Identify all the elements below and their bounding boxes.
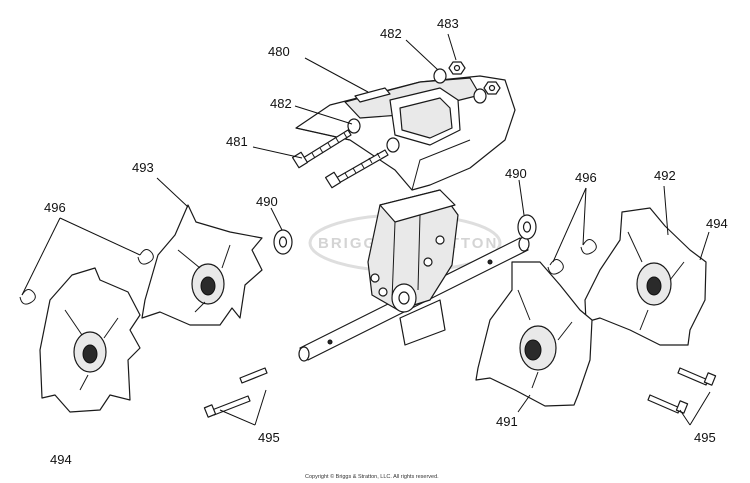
callout-482-lower: 482 — [270, 96, 292, 111]
hairpin-clip-496-d — [547, 259, 564, 275]
transmission-housing — [367, 189, 459, 346]
bolt-495-left-b — [239, 367, 268, 384]
callout-490-right: 490 — [505, 166, 527, 181]
bolt-481-a — [291, 129, 352, 169]
tine-493 — [141, 204, 263, 326]
tine-491 — [475, 261, 593, 407]
callout-482-upper: 482 — [380, 26, 402, 41]
callout-481: 481 — [226, 134, 248, 149]
bolt-495-right-b — [677, 367, 717, 386]
callout-480: 480 — [268, 44, 290, 59]
bolt-495-right-a — [647, 394, 689, 414]
callout-495-left: 495 — [258, 430, 280, 445]
leader-lines — [21, 33, 711, 426]
callout-492: 492 — [654, 168, 676, 183]
spacer-482-a — [433, 68, 487, 104]
callout-495-right: 495 — [694, 430, 716, 445]
callout-496-right: 496 — [575, 170, 597, 185]
callout-493: 493 — [132, 160, 154, 175]
bolt-495-left-a — [203, 395, 251, 418]
callout-494-left: 494 — [50, 452, 72, 467]
spacer-482-b — [347, 118, 400, 153]
hex-nut-483-a — [448, 61, 466, 75]
hairpin-clip-496-c — [580, 239, 597, 255]
tine-492 — [584, 207, 707, 346]
washer-490-left — [273, 229, 293, 255]
tine-494-left — [39, 267, 141, 413]
copyright-notice: Copyright © Briggs & Stratton, LLC. All … — [305, 473, 439, 480]
callout-494-right: 494 — [706, 216, 728, 231]
callout-490-left: 490 — [256, 194, 278, 209]
tine-shield-480 — [295, 75, 516, 191]
bolt-481-b — [324, 149, 389, 189]
hex-nut-483-b — [483, 81, 501, 95]
hairpin-clip-496-b — [19, 289, 36, 305]
callout-491: 491 — [496, 414, 518, 429]
callout-483: 483 — [437, 16, 459, 31]
hairpin-clip-496-a — [137, 249, 154, 265]
washer-490-right — [517, 214, 537, 240]
callout-496-left: 496 — [44, 200, 66, 215]
